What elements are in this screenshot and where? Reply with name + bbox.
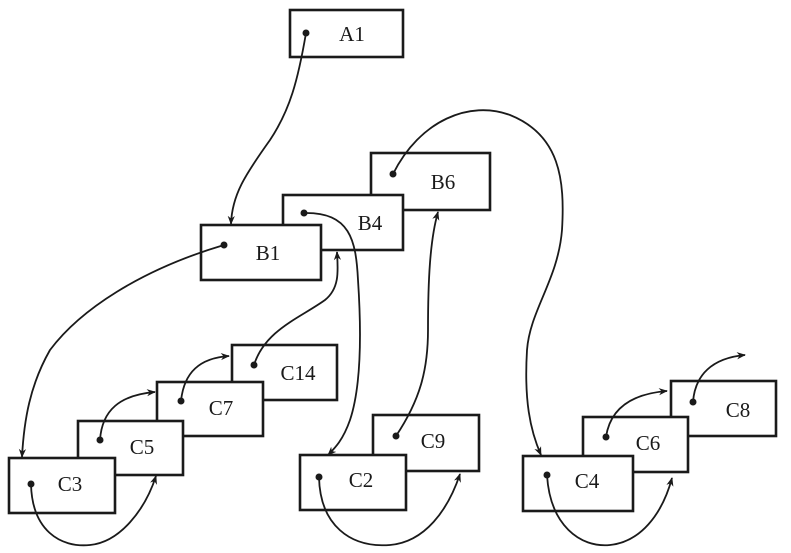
node-label: A1 <box>339 22 365 46</box>
edge-C14-B4 <box>253 251 342 366</box>
node-label: C7 <box>209 396 234 420</box>
pointer-dots <box>27 29 697 488</box>
pointer-dot-B6 <box>389 170 397 178</box>
node-label: C6 <box>636 431 661 455</box>
node-box <box>199 223 323 282</box>
edge-C4-C6 <box>546 474 674 547</box>
edge-C8-next <box>692 352 746 403</box>
node-box <box>521 454 635 513</box>
node-label: C4 <box>575 469 600 493</box>
edge-C3-C5 <box>30 475 157 547</box>
pointer-dot-B4 <box>300 209 308 217</box>
pointer-dot-C6 <box>602 433 610 441</box>
node-label: C8 <box>726 398 751 422</box>
node-C3: C3 <box>7 456 117 515</box>
node-label: C9 <box>421 429 446 453</box>
edge-B1-C3 <box>18 244 225 458</box>
node-box <box>7 456 117 515</box>
node-C2: C2 <box>298 453 408 512</box>
edge-C6-C8 <box>605 388 668 438</box>
pointer-dot-A1 <box>302 29 310 37</box>
edges <box>18 32 746 547</box>
node-label: B1 <box>256 241 281 265</box>
pointer-dot-C9 <box>392 432 400 440</box>
node-label: C2 <box>349 468 374 492</box>
pointer-dot-C5 <box>96 436 104 444</box>
pointer-dot-C2 <box>315 473 323 481</box>
edge-C9-B6 <box>395 211 440 437</box>
edge-B4-C2 <box>303 212 361 456</box>
edge-A1-B1 <box>227 32 307 225</box>
pointer-dot-C8 <box>689 398 697 406</box>
node-label: C3 <box>58 472 83 496</box>
node-label: B4 <box>358 211 383 235</box>
edge-B6-C4 <box>392 109 564 456</box>
node-B6: B6 <box>369 151 492 212</box>
pointer-dot-C3 <box>27 480 35 488</box>
node-label: C5 <box>130 435 155 459</box>
edge-C7-C14 <box>180 352 230 402</box>
pointer-dot-B1 <box>220 241 228 249</box>
edge-C2-C9 <box>318 473 461 547</box>
node-label: C14 <box>280 361 316 385</box>
edge-C5-C7 <box>99 389 156 441</box>
node-B1: B1 <box>199 223 323 282</box>
node-box <box>298 453 408 512</box>
pointer-dot-C14 <box>250 361 258 369</box>
pointer-dot-C4 <box>543 471 551 479</box>
pointer-dot-C7 <box>177 397 185 405</box>
node-C4: C4 <box>521 454 635 513</box>
node-label: B6 <box>431 170 456 194</box>
